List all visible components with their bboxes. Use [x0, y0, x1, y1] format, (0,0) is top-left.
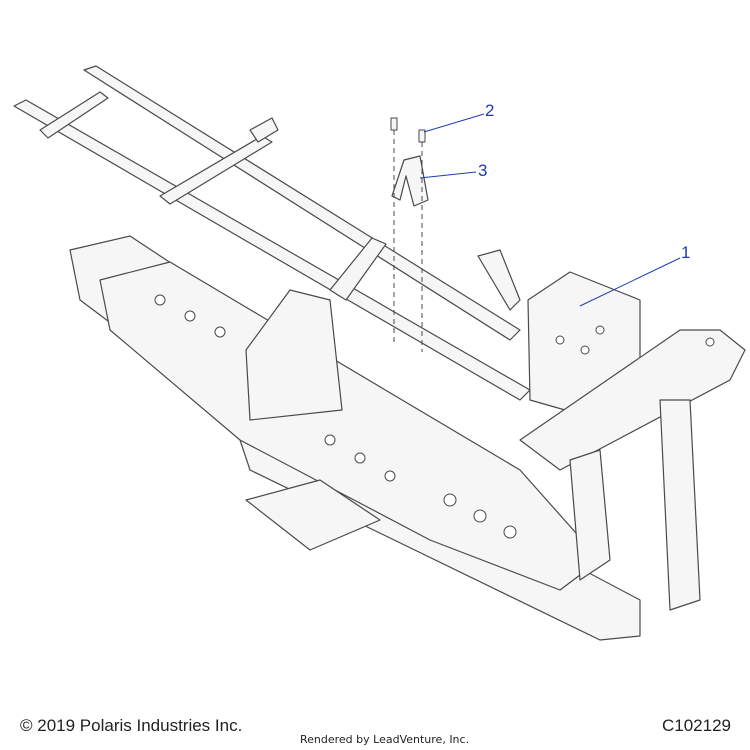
leader-lines	[419, 113, 681, 307]
dashed-guides	[393, 130, 423, 352]
floor-holes	[154, 294, 715, 539]
mount-bracket	[391, 155, 429, 207]
callout-number-3: 3	[478, 161, 488, 180]
leader-line-2	[423, 113, 485, 133]
leader-line-1	[579, 257, 681, 307]
rear-upright	[245, 289, 343, 421]
rear-crossbar-1	[39, 91, 109, 139]
leader-line-3	[419, 171, 477, 179]
rear-hoop	[477, 249, 521, 311]
figure-code: C102129	[662, 716, 732, 735]
front-leg-right	[659, 399, 701, 611]
callout-number-1: 1	[681, 243, 691, 262]
step-plate	[245, 479, 381, 551]
frame-drawing	[13, 65, 746, 641]
callout-number-2: 2	[485, 101, 495, 120]
floor-plate	[99, 261, 601, 591]
copyright-text: © 2019 Polaris Industries Inc.	[20, 716, 243, 735]
rendered-by-text: Rendered by LeadVenture, Inc.	[300, 733, 470, 746]
front-hoop	[519, 329, 746, 471]
bolt-right	[418, 129, 426, 143]
front-leg-left	[569, 449, 611, 581]
bolt-left	[390, 117, 398, 131]
rear-crossbar-3	[249, 117, 279, 143]
center-brace	[329, 237, 387, 301]
fasteners	[390, 117, 426, 143]
rear-crossbar-2	[159, 135, 273, 205]
